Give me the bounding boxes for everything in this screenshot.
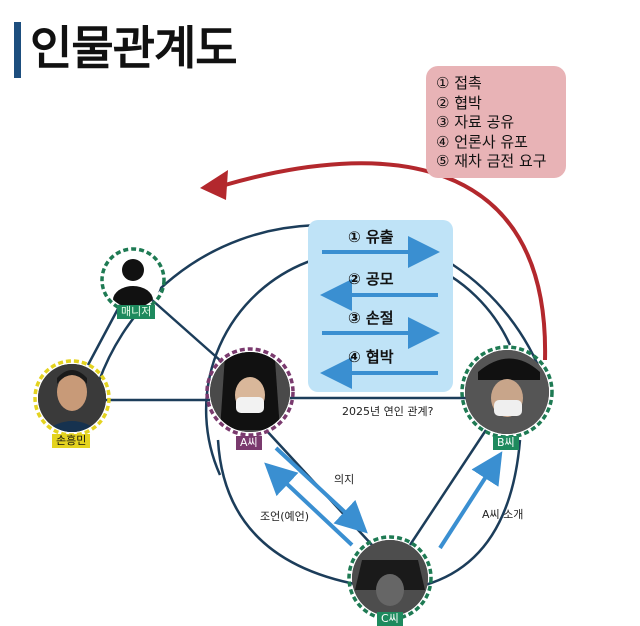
legend-box: ① 접촉 ② 협박 ③ 자료 공유 ④ 언론사 유포 ⑤ 재차 금전 요구: [426, 66, 566, 178]
legend-item: ① 접촉: [436, 74, 482, 92]
son-label: 손흥민: [52, 434, 91, 448]
bottom-left-arc: [216, 439, 361, 587]
center-label-cutoff: ③ 손절: [348, 309, 394, 327]
b-label: B씨: [493, 436, 519, 450]
will-label: 의지: [334, 473, 355, 486]
red-arrow-head: [200, 170, 228, 200]
a-photo: [210, 352, 290, 432]
title-accent-bar: [14, 22, 21, 78]
manager-label: 매니저: [117, 305, 156, 319]
b-photo: [465, 350, 549, 434]
line-manager-son: [86, 304, 122, 366]
bottom-right-arc: [424, 439, 522, 587]
c-label: C씨: [377, 612, 403, 626]
line-b-c: [408, 429, 488, 546]
arrow-will: [274, 446, 368, 534]
center-label-conspire: ② 공모: [348, 270, 394, 288]
center-label-threat: ④ 협박: [348, 348, 394, 366]
page-title: 인물관계도: [30, 21, 238, 75]
c-photo: [352, 540, 428, 616]
center-label-leak: ① 유출: [348, 228, 394, 246]
son-photo: [38, 364, 106, 432]
a-ring: [205, 347, 295, 437]
arrow-intro: [438, 451, 503, 550]
legend-item: ⑤ 재차 금전 요구: [436, 152, 547, 170]
legend-item: ② 협박: [436, 93, 482, 112]
ab-relation-label: 2025년 연인 관계?: [342, 405, 434, 418]
legend-item: ④ 언론사 유포: [436, 132, 528, 151]
intro-label: A씨 소개: [482, 508, 524, 521]
legend-item: ③ 자료 공유: [436, 113, 515, 131]
arrow-advice: [264, 462, 354, 547]
line-manager-a: [151, 299, 223, 363]
b-ring: [460, 345, 554, 439]
advice-label: 조언(예언): [260, 510, 310, 523]
a-label: A씨: [236, 436, 262, 450]
